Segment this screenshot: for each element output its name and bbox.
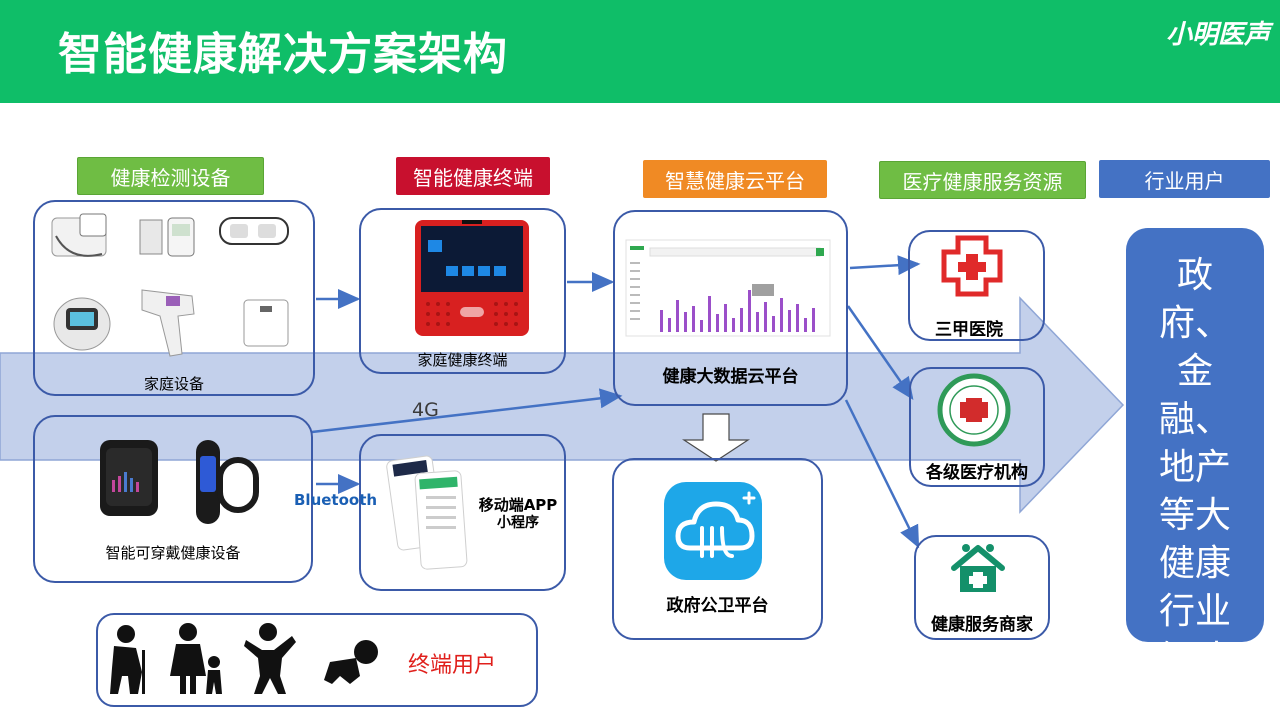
mobile-app-box <box>359 434 566 591</box>
cloud-platform-label: 健康大数据云平台 <box>662 367 799 387</box>
category-medical-resources: 医疗健康服务资源 <box>879 161 1086 199</box>
gov-platform-label: 政府公卫平台 <box>666 596 769 616</box>
hospital-3a-label: 三甲医院 <box>935 320 1003 340</box>
industry-solution-text: 政府、金融、地产等大健康行业解决方案 <box>1158 255 1231 720</box>
category-smart-health-terminal: 智能健康终端 <box>396 157 550 195</box>
bluetooth-label: Bluetooth <box>294 491 378 509</box>
header-bar: 智能健康解决方案架构 小明医声 <box>0 0 1280 103</box>
industry-solution-panel <box>1126 228 1264 642</box>
network-4g-label: 4G <box>412 399 439 421</box>
mini-program-label: 小程序 <box>497 515 539 531</box>
arrow-cloud-to-orgs <box>846 305 914 401</box>
home-devices-box <box>33 200 315 396</box>
wearables-box <box>33 415 313 583</box>
category-health-detection-devices: 健康检测设备 <box>77 157 264 195</box>
home-terminal-box <box>359 208 566 374</box>
arrow-cloud-to-merchants <box>844 399 920 549</box>
brand-logo: 小明医声 <box>1165 20 1270 50</box>
medical-orgs-label: 各级医疗机构 <box>926 463 1028 483</box>
hospital-3a-box <box>908 230 1045 341</box>
home-terminal-label: 家庭健康终端 <box>417 351 508 369</box>
health-merchants-box <box>914 535 1050 640</box>
cloud-platform-box <box>613 210 848 406</box>
end-users-label: 终端用户 <box>408 653 497 678</box>
wearables-label: 智能可穿戴健康设备 <box>105 544 241 562</box>
health-merchants-label: 健康服务商家 <box>931 615 1033 635</box>
gov-platform-box <box>612 458 823 640</box>
arrow-wearables-to-cloud <box>311 388 623 434</box>
category-industry-users: 行业用户 <box>1099 160 1270 198</box>
page-title: 智能健康解决方案架构 <box>58 29 508 80</box>
medical-orgs-box <box>909 367 1045 487</box>
category-smart-health-cloud: 智慧健康云平台 <box>643 160 827 198</box>
arrow-cloud-to-gov <box>681 413 751 462</box>
end-users-box <box>96 613 538 707</box>
home-devices-label: 家庭设备 <box>143 375 204 393</box>
mobile-app-label: 移动端APP <box>478 496 558 514</box>
